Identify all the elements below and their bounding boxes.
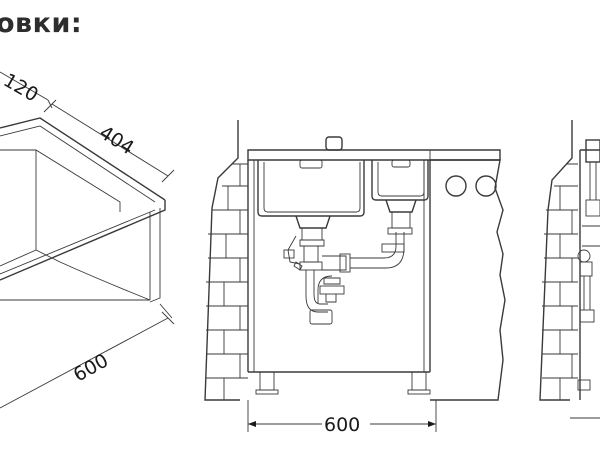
dimension-600-iso-label: 600 <box>70 350 112 387</box>
side-view <box>539 120 600 419</box>
isometric-sink <box>0 117 166 303</box>
dimension-120: 120 <box>0 69 53 109</box>
dimension-120-label: 120 <box>0 69 42 106</box>
dimension-600-front: 600 <box>247 400 437 436</box>
dimension-600-front-label: 600 <box>324 414 360 436</box>
front-view <box>204 120 506 401</box>
section-title: овки: <box>0 8 83 39</box>
cabinet-feet <box>255 371 431 395</box>
dimension-600-iso: 600 <box>0 303 175 409</box>
brick-wall-left <box>204 120 248 401</box>
